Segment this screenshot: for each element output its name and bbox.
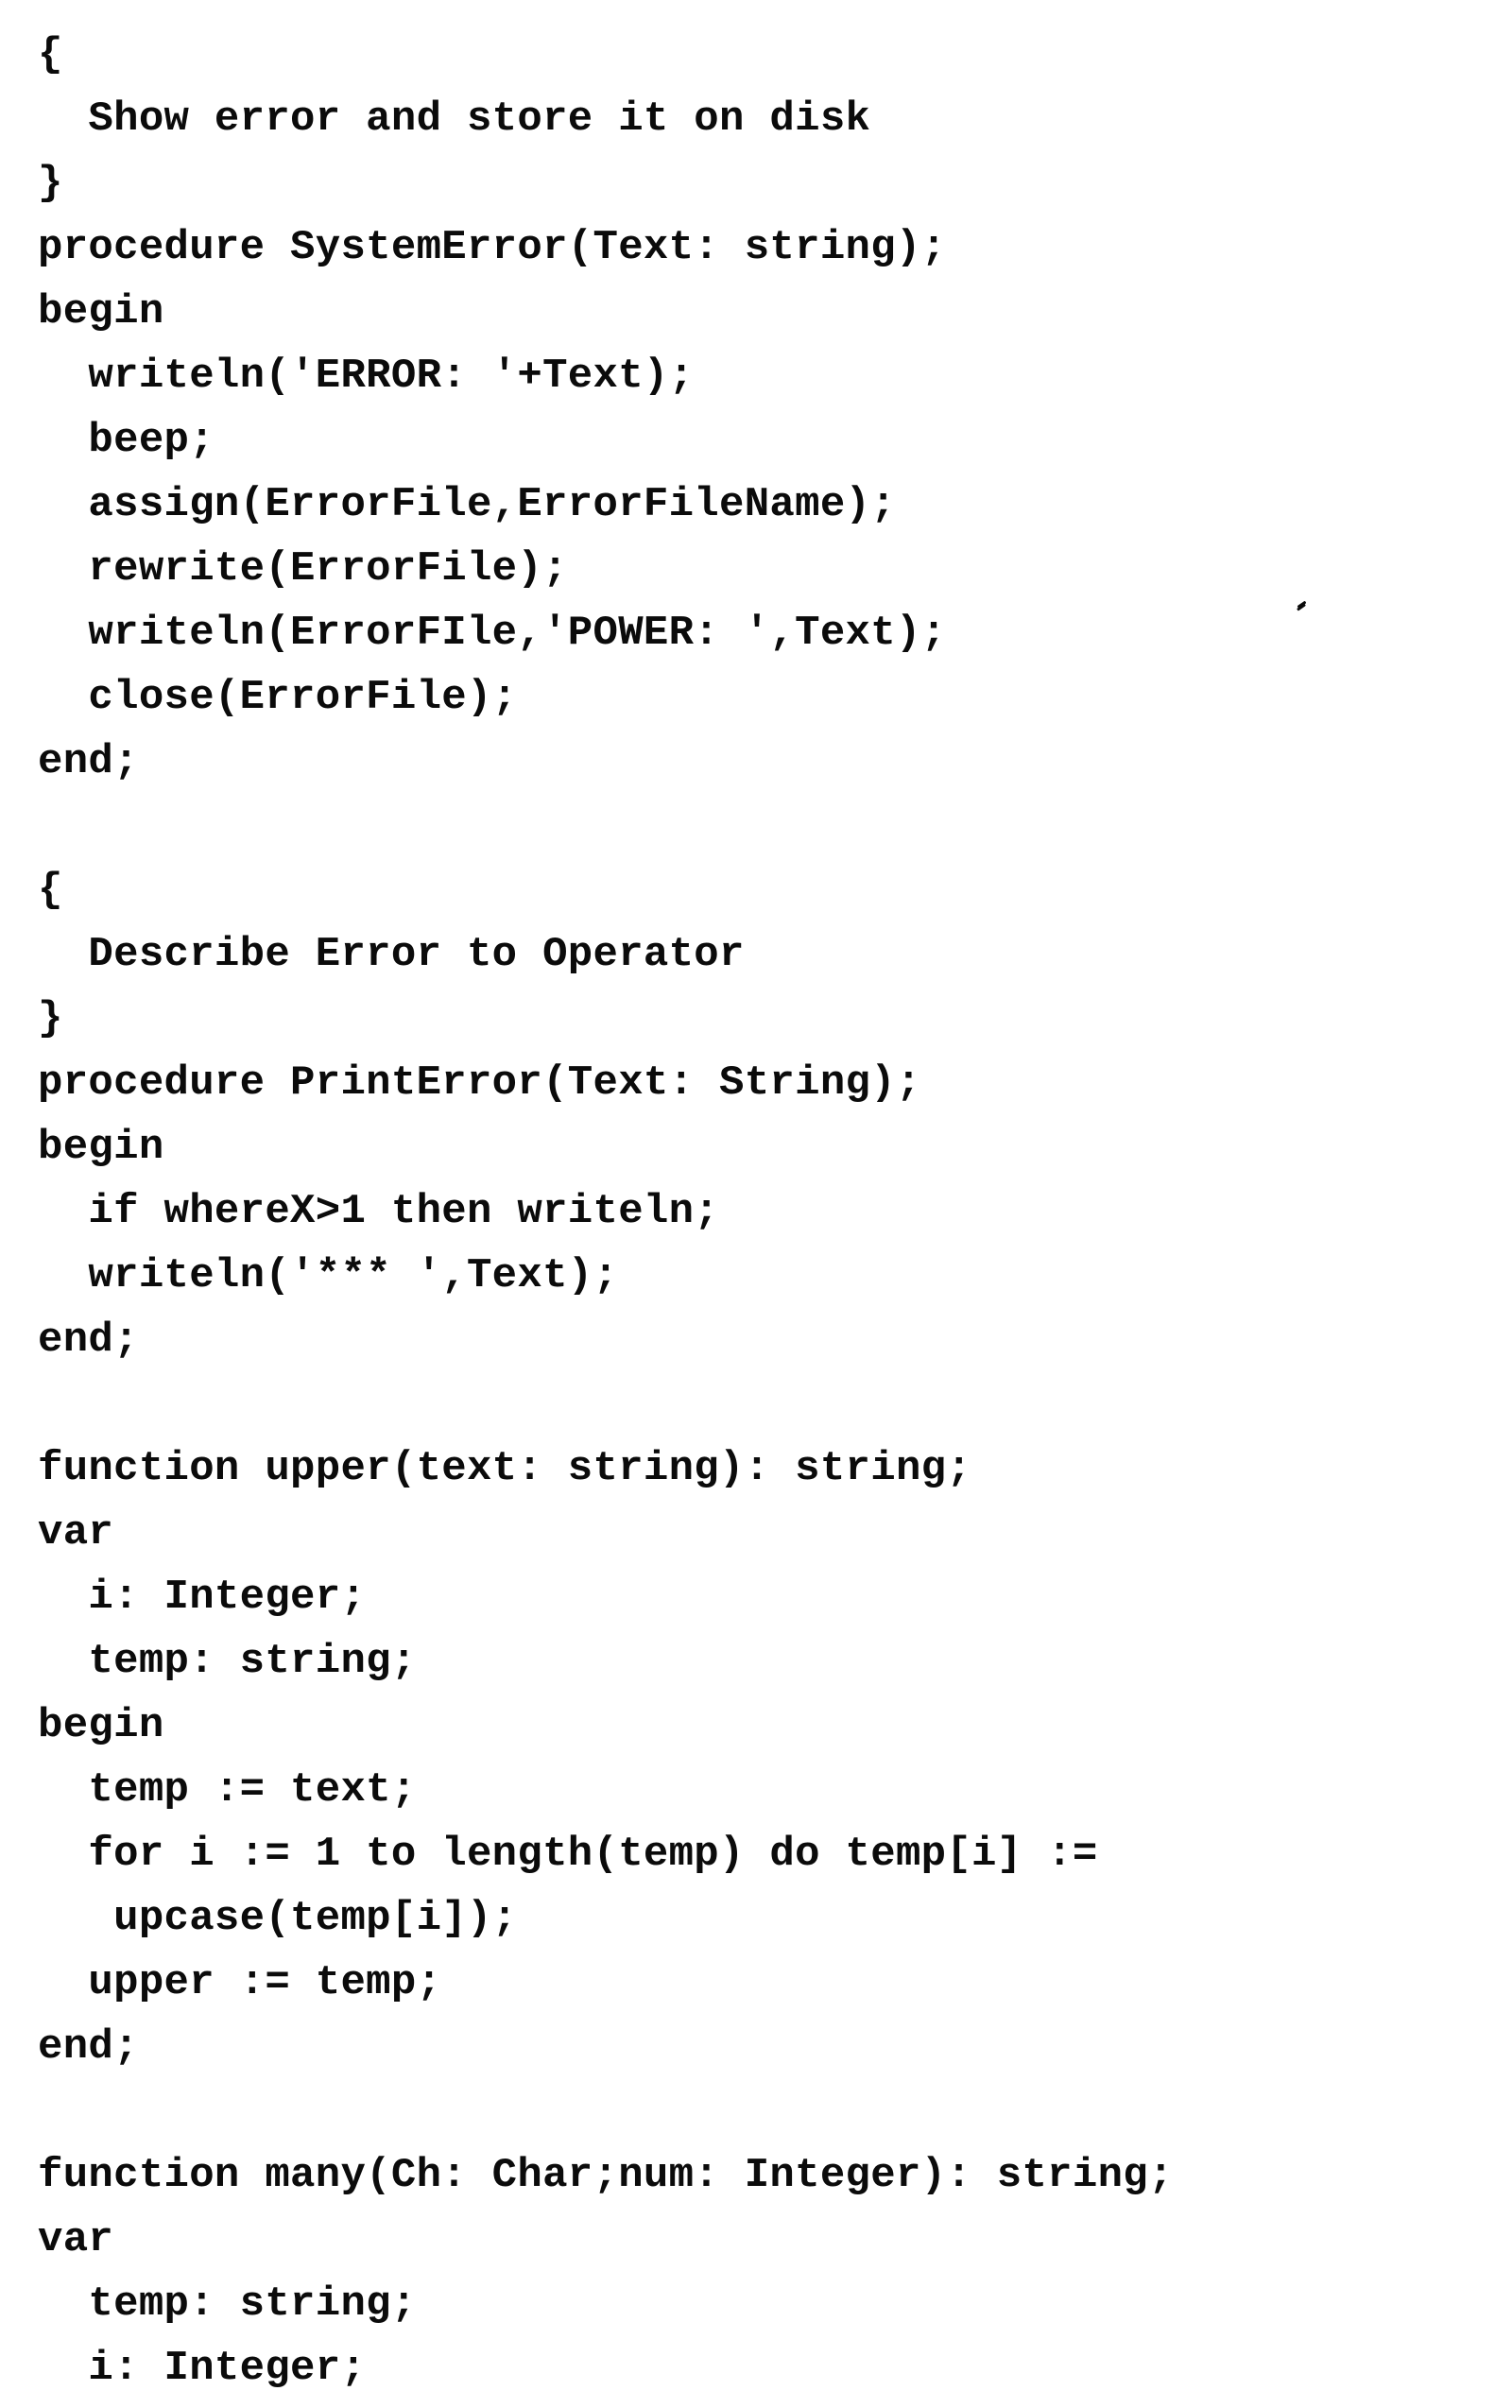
- code-line: {: [38, 31, 63, 78]
- code-listing: { Show error and store it on disk} proced…: [38, 23, 1174, 2400]
- code-line: end;: [38, 738, 139, 785]
- code-line: upcase(temp[i]);: [38, 1895, 518, 1942]
- code-line: Describe Error to Operator: [38, 931, 745, 978]
- code-line: }: [38, 995, 63, 1042]
- code-line: var: [38, 1509, 114, 1557]
- code-line: Show error and store it on disk: [38, 95, 871, 143]
- code-line: {: [38, 867, 63, 914]
- code-line: if whereX>1 then writeln;: [38, 1188, 720, 1235]
- scan-artifact-speck: [1297, 603, 1306, 611]
- code-line: writeln('*** ',Text);: [38, 1252, 619, 1299]
- code-line: }: [38, 160, 63, 207]
- code-line: temp: string;: [38, 1638, 417, 1685]
- code-line: rewrite(ErrorFile);: [38, 545, 568, 593]
- code-line: begin: [38, 1124, 164, 1171]
- code-line-blank: [38, 794, 1174, 858]
- code-line: begin: [38, 1702, 164, 1749]
- code-line: begin: [38, 288, 164, 335]
- code-line: end;: [38, 1316, 139, 1364]
- code-line: function many(Ch: Char;num: Integer): st…: [38, 2152, 1174, 2199]
- code-line: procedure SystemError(Text: string);: [38, 224, 947, 271]
- code-line: writeln('ERROR: '+Text);: [38, 353, 695, 400]
- code-line: upper := temp;: [38, 1959, 442, 2006]
- code-line: function upper(text: string): string;: [38, 1445, 972, 1492]
- code-line: var: [38, 2216, 114, 2263]
- code-line: i: Integer;: [38, 2345, 367, 2392]
- code-line: assign(ErrorFile,ErrorFileName);: [38, 481, 896, 528]
- code-line: temp: string;: [38, 2280, 417, 2328]
- code-line-blank: [38, 2079, 1174, 2143]
- code-line: procedure PrintError(Text: String);: [38, 1059, 921, 1107]
- code-line: beep;: [38, 417, 215, 464]
- code-line: end;: [38, 2023, 139, 2071]
- code-line: close(ErrorFile);: [38, 674, 518, 721]
- code-line: temp := text;: [38, 1766, 417, 1814]
- code-line: i: Integer;: [38, 1574, 367, 1621]
- code-line-blank: [38, 1372, 1174, 1436]
- code-line: writeln(ErrorFIle,'POWER: ',Text);: [38, 610, 947, 657]
- code-line: for i := 1 to length(temp) do temp[i] :=: [38, 1831, 1098, 1878]
